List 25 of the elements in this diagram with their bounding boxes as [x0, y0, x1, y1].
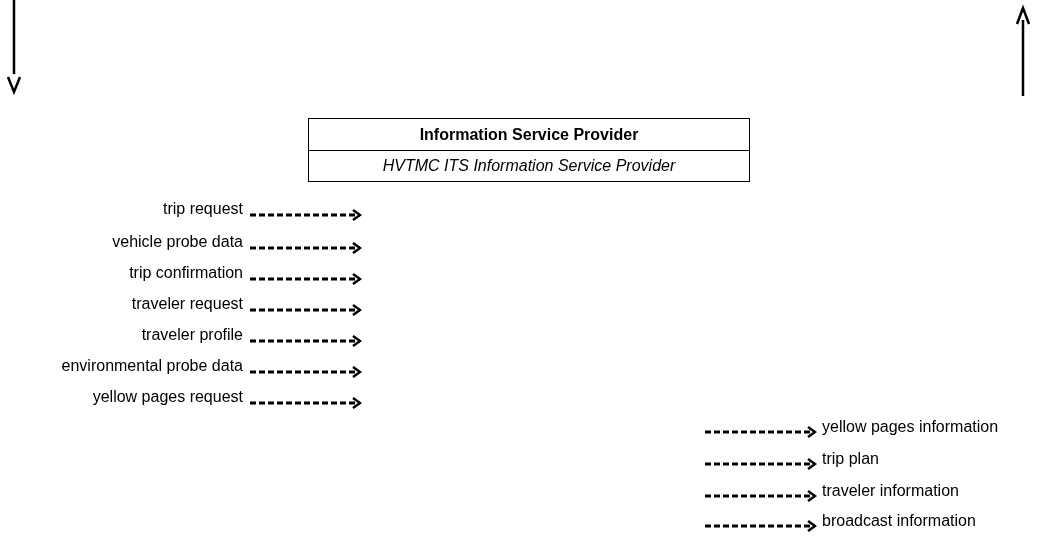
flow-label: traveler request — [131, 294, 243, 314]
dashed-arrow — [250, 365, 362, 379]
dashed-arrow — [705, 489, 817, 503]
dashed-arrow — [250, 272, 362, 286]
flow-label: trip confirmation — [129, 263, 243, 283]
dashed-arrow — [250, 208, 362, 222]
flow-label: trip plan — [822, 449, 879, 469]
flow-label: traveler profile — [141, 325, 243, 345]
flow-label: trip request — [162, 199, 243, 219]
entity-box — [308, 118, 750, 182]
dashed-arrow — [250, 303, 362, 317]
flow-label: traveler information — [822, 481, 959, 501]
flow-label: yellow pages request — [92, 387, 243, 407]
dashed-arrow — [250, 334, 362, 348]
flow-label: vehicle probe data — [112, 232, 243, 252]
dashed-arrow — [705, 457, 817, 471]
box-subtitle: HVTMC ITS Information Service Provider — [381, 156, 677, 176]
dashed-arrow — [250, 396, 362, 410]
dashed-arrow — [250, 241, 362, 255]
flow-label: broadcast information — [822, 511, 976, 531]
dashed-arrow — [705, 425, 817, 439]
dashed-arrow — [705, 519, 817, 533]
box-title: Information Service Provider — [309, 119, 749, 151]
flow-label: environmental probe data — [61, 356, 243, 376]
flow-label: yellow pages information — [822, 417, 999, 437]
